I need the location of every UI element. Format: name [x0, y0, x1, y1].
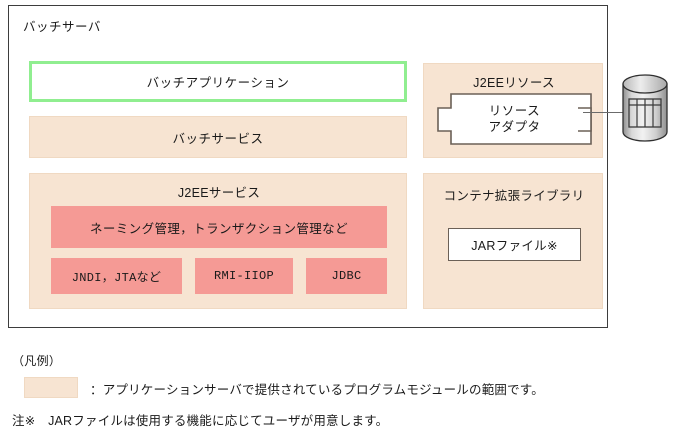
footnote-text: 注※ JARファイルは使用する機能に応じてユーザが用意します。: [12, 414, 389, 428]
adapter-database-connector: [583, 112, 625, 113]
resource-adapter-component: リソース アダプタ: [437, 93, 592, 145]
jdbc-box: JDBC: [306, 258, 387, 294]
j2ee-service-title: J2EEサービス: [177, 186, 261, 200]
jar-file-box: JARファイル※: [448, 228, 581, 261]
jndi-jta-box: JNDI，JTAなど: [51, 258, 182, 294]
legend-description: ：アプリケーションサーバで提供されているプログラムモジュールの範囲です。: [90, 383, 544, 397]
naming-transaction-management-box: ネーミング管理，トランザクション管理など: [51, 206, 387, 248]
container-extension-library-title: コンテナ拡張ライブラリ: [443, 189, 585, 203]
j2ee-resource-group: J2EEリソース リソース アダプタ: [423, 63, 603, 158]
batch-service-box: バッチサービス: [29, 116, 407, 158]
j2ee-resource-title: J2EEリソース: [473, 76, 555, 90]
database-icon: [620, 74, 670, 144]
legend-title: （凡例）: [12, 354, 62, 368]
container-extension-library-group: コンテナ拡張ライブラリ JARファイル※: [423, 173, 603, 309]
batch-server-container: バッチサーバ バッチアプリケーション バッチサービス J2EEサービス ネーミン…: [8, 5, 608, 328]
legend-color-swatch: [24, 377, 78, 398]
component-shape-icon: [437, 93, 592, 145]
batch-application-box: バッチアプリケーション: [29, 61, 407, 102]
j2ee-service-group: J2EEサービス ネーミング管理，トランザクション管理など JNDI，JTAなど…: [29, 173, 407, 309]
batch-server-title: バッチサーバ: [23, 20, 101, 34]
rmi-iiop-box: RMI-IIOP: [195, 258, 293, 294]
